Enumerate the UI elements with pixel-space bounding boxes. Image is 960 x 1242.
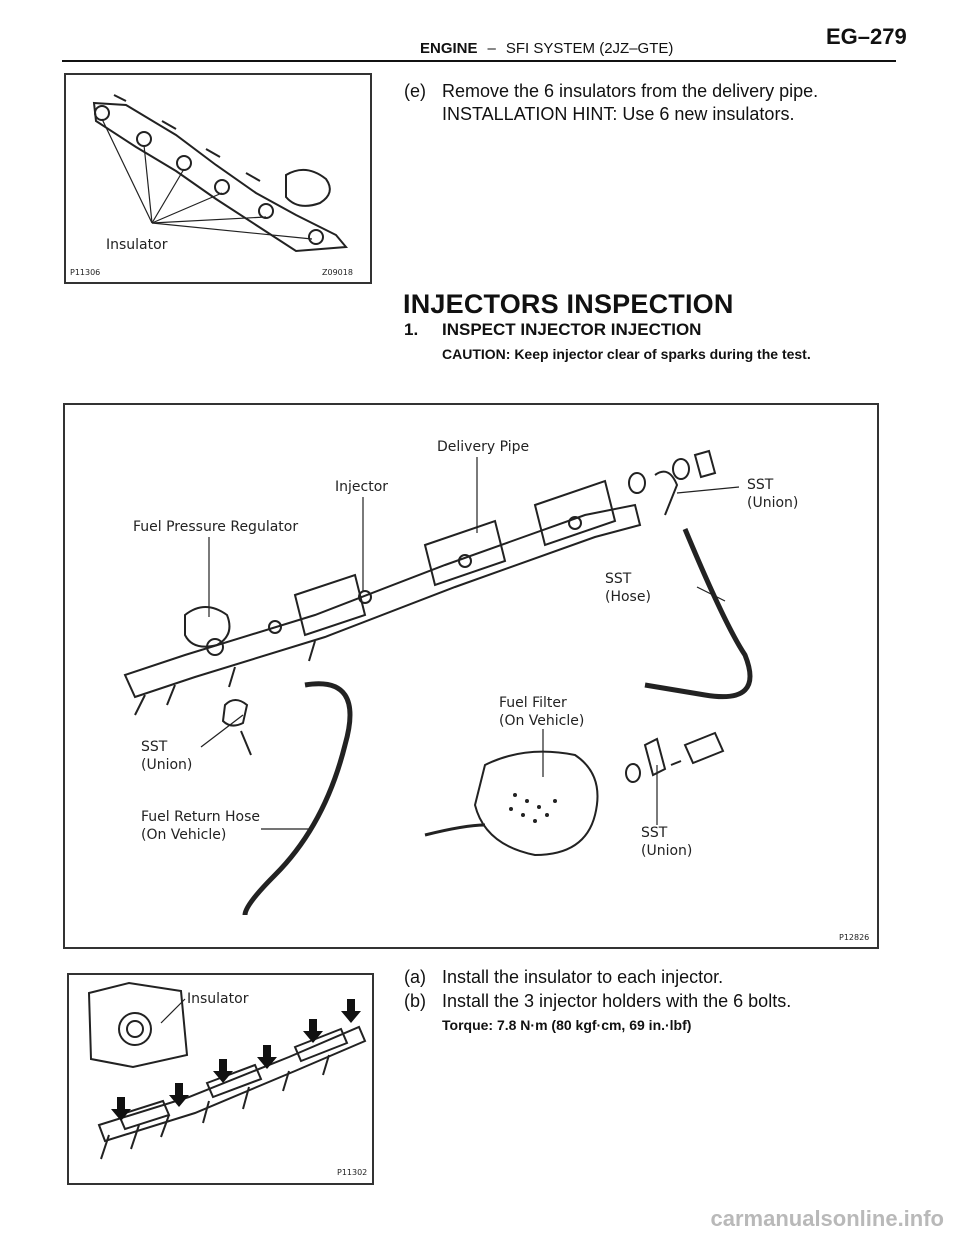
label-fuel-return-hose-sub: (On Vehicle)	[141, 827, 226, 843]
watermark: carmanualsonline.info	[710, 1206, 945, 1231]
label-fuel-filter: Fuel Filter	[499, 695, 567, 711]
label-sst-union-top-sub: (Union)	[747, 495, 798, 511]
label-delivery-pipe: Delivery Pipe	[437, 439, 529, 455]
label-sst-hose: SST	[605, 571, 632, 587]
figure-injector-holders: Insulator P11302	[67, 973, 374, 1185]
insulator-callout-holders: Insulator	[187, 991, 249, 1007]
label-fuel-pressure-regulator: Fuel Pressure Regulator	[133, 519, 298, 535]
figure-code: P12826	[839, 933, 869, 942]
step-e: (e) Remove the 6 insulators from the deli…	[404, 78, 944, 104]
page-number: EG–279	[826, 24, 907, 49]
header-rule	[62, 60, 896, 62]
running-header: ENGINE–SFI SYSTEM (2JZ–GTE)	[420, 40, 673, 57]
torque-spec: Torque: 7.8 N·m (80 kgf·cm, 69 in.·lbf)	[442, 1017, 692, 1033]
figure-injection-test-setup: Delivery Pipe Injector Fuel Pressure Reg…	[63, 403, 879, 949]
figure-insulators-removal: Insulator P11306 Z09018	[64, 73, 372, 284]
label-sst-union-top: SST	[747, 477, 774, 493]
label-sst-hose-sub: (Hose)	[605, 589, 651, 605]
step-e-label: (e)	[404, 81, 426, 101]
step-b-text: Install the 3 injector holders with the …	[442, 991, 792, 1011]
step-1: 1. INSPECT INJECTOR INJECTION	[404, 320, 701, 340]
step-a-text: Install the insulator to each injector.	[442, 967, 724, 987]
label-sst-union-left: SST	[141, 739, 168, 755]
step-b: (b) Install the 3 injector holders with t…	[404, 988, 944, 1014]
label-sst-union-left-sub: (Union)	[141, 757, 192, 773]
header-section: ENGINE	[420, 40, 478, 57]
label-fuel-filter-sub: (On Vehicle)	[499, 713, 584, 729]
figure-code-holders: P11302	[337, 1168, 367, 1177]
injection-test-illustration: Delivery Pipe Injector Fuel Pressure Reg…	[123, 439, 869, 942]
step-a-label: (a)	[404, 967, 426, 987]
label-injector: Injector	[335, 479, 388, 495]
step-b-label: (b)	[404, 991, 426, 1011]
section-title: INJECTORS INSPECTION	[403, 289, 734, 319]
injector-holders-illustration: Insulator P11302	[87, 981, 367, 1177]
figure-code-left: P11306	[70, 268, 100, 277]
label-fuel-return-hose: Fuel Return Hose	[141, 809, 260, 825]
step-1-label: 1.	[404, 320, 419, 339]
step-e-text: Remove the 6 insulators from the deliver…	[442, 81, 819, 101]
figure-code-right: Z09018	[322, 268, 353, 277]
header-separator: –	[487, 40, 496, 57]
label-sst-union-bottom-sub: (Union)	[641, 843, 692, 859]
installation-hint: INSTALLATION HINT: Use 6 new insulators.	[442, 104, 795, 124]
caution-note: CAUTION: Keep injector clear of sparks d…	[442, 346, 811, 362]
step-1-text: INSPECT INJECTOR INJECTION	[442, 320, 702, 339]
delivery-pipe-illustration: Insulator P11306 Z09018	[70, 94, 353, 277]
step-a: (a) Install the insulator to each injecto…	[404, 964, 944, 990]
insulator-callout: Insulator	[106, 237, 168, 253]
label-sst-union-bottom: SST	[641, 825, 668, 841]
header-subsection: SFI SYSTEM (2JZ–GTE)	[505, 40, 674, 57]
